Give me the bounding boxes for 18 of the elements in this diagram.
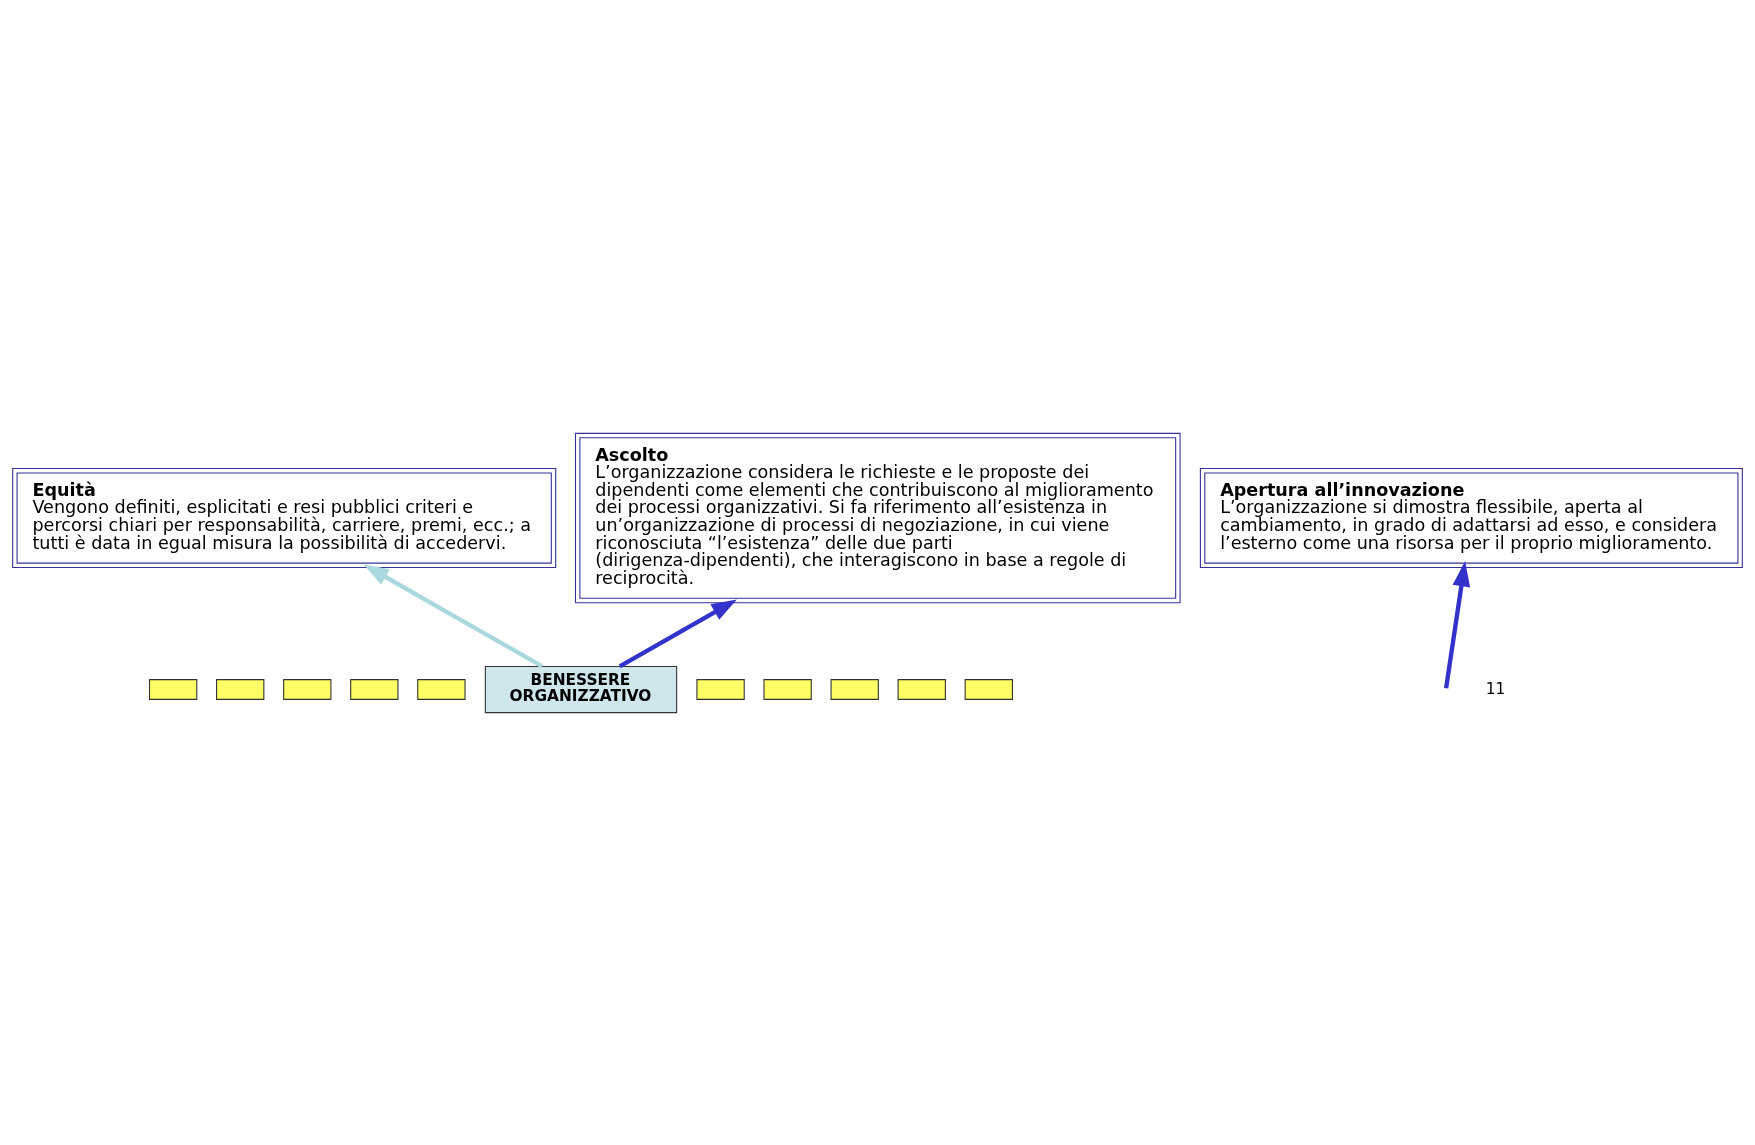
arrow: [363, 563, 544, 668]
node-box: [149, 678, 198, 700]
node-box: BENESSERE ORGANIZZATIVO: [484, 665, 678, 713]
node-box: [350, 678, 399, 700]
arrow: [1443, 560, 1471, 689]
node-box: Apertura all’innovazione L’organizzazione si dimostra flessibile, aperta al cambiamento, in grado di adattarsi ad esso, e considera l’esterno come una risorsa per il proprio miglioramento.: [1199, 467, 1743, 568]
node-box: Ascolto L’organizzazione considera le richieste e le proposte dei dipendenti come elementi che contribuiscono al miglioramento dei processi organizzativi. Si fa riferimento all’esistenza in un’organizzazione di processi di negoziazione, in cui viene riconosciuta “l’esistenza” delle due parti (dirigenza-dipendenti), che interagiscono in base a regole di reciprocità.: [574, 432, 1181, 603]
node-box: [283, 678, 332, 700]
arrow: [618, 599, 737, 668]
node-box: [216, 678, 265, 700]
node-box: [763, 678, 812, 700]
node-box: Equità Vengono definiti, esplicitati e resi pubblici criteri e percorsi chiari per responsabilità, carriere, premi, ecc.; a tutti è data in egual misura la possibilità di accedervi.: [12, 467, 557, 568]
node-box: [964, 678, 1013, 700]
node-box: [417, 678, 466, 700]
node-box: [830, 678, 879, 700]
node-box: [897, 678, 946, 700]
label: 11: [1485, 679, 1506, 698]
node-box: [696, 678, 745, 700]
